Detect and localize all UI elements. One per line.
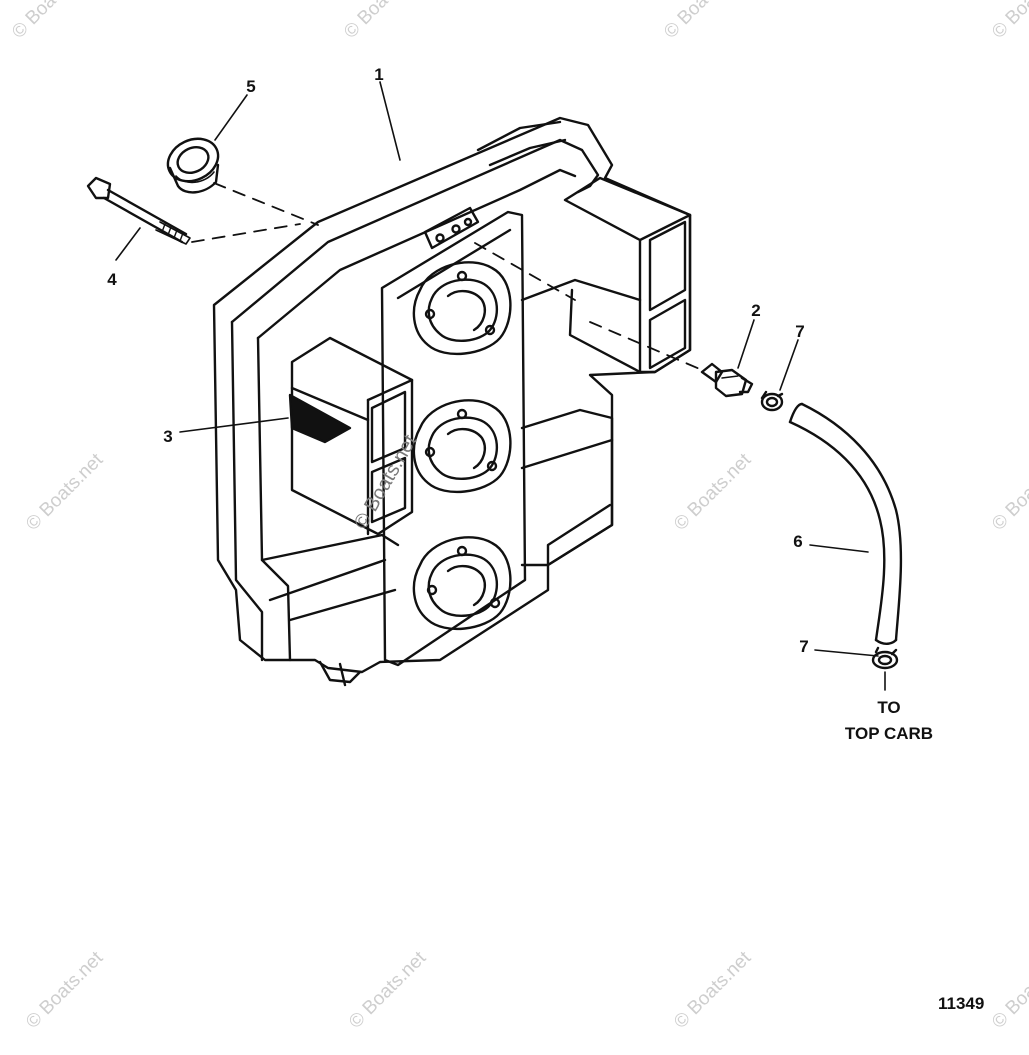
figure-number: 11349 [938,994,985,1013]
callout-7-lower: 7 [799,637,809,656]
hose-destination-note: TO TOP CARB [845,695,933,746]
plug-grommet [166,137,220,194]
intake-manifold-housing [212,116,692,687]
mounting-bolt [86,176,191,245]
alignment-dashes [191,182,703,371]
reed-port-lower [412,536,512,631]
callout-7-upper: 7 [795,322,805,341]
reed-port-middle [412,399,512,494]
hose-fitting [700,362,754,398]
note-line-top-carb: TOP CARB [844,723,934,743]
callout-5: 5 [246,77,256,96]
fuel-hose [788,402,903,645]
callout-6: 6 [793,532,803,551]
reed-port-upper [412,261,512,356]
callout-2: 2 [751,301,761,320]
callout-3: 3 [163,427,173,446]
leader-lines [115,81,886,691]
hose-clamp-upper [760,390,784,412]
hose-clamp-lower [871,646,899,670]
callout-4: 4 [107,270,117,289]
callout-1: 1 [374,65,384,84]
note-line-to: TO [877,698,901,717]
